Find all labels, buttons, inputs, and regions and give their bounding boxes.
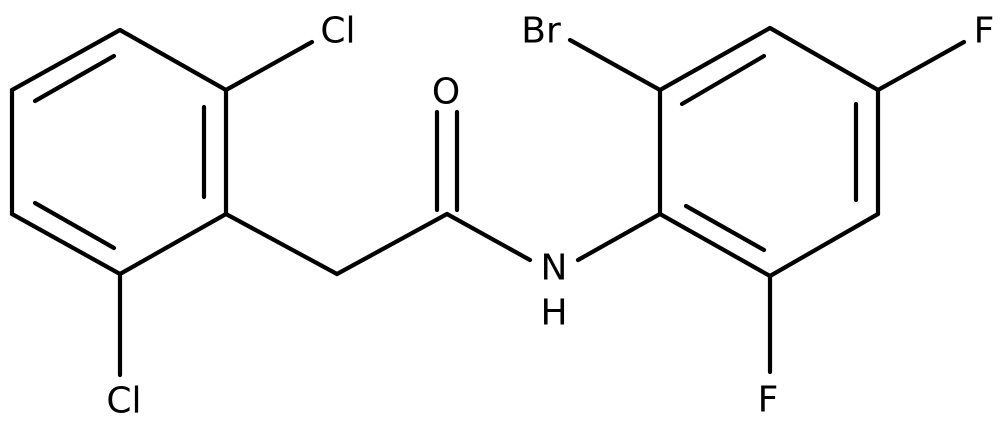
bond [657,25,773,93]
amide-hydrogen-label: H [540,293,567,334]
bromine-label: Br [521,11,561,52]
bond [767,25,881,93]
chlorine-bottom-label: Cl [106,381,141,422]
bond [117,27,229,93]
aromatic-inner-bond [32,53,117,104]
bond [767,211,881,279]
bond-c-cl-top [223,39,315,93]
bond-c-f-para [875,39,967,93]
bond [9,211,123,277]
fluorine-ortho-label: F [758,380,779,421]
fluorine-para-label: F [974,11,995,52]
bond [9,27,123,93]
oxygen-label: O [432,72,460,113]
aromatic-inner-bond [679,53,767,107]
bond-ring-ch2 [223,211,340,277]
bromodifluorophenyl-ring [657,25,881,279]
dichlorophenyl-ring [9,27,229,277]
bond-ch2-carbonyl [334,211,450,277]
chlorine-top-label: Cl [320,11,355,52]
aromatic-inner-bond [32,200,117,251]
aromatic-inner-bond [683,203,767,253]
nitrogen-label: N [541,248,568,289]
bond-c-br [567,37,663,93]
bond-carbonyl-n [444,211,533,263]
bond [117,211,229,277]
bond [657,211,773,279]
bond-n-ring [575,211,663,263]
